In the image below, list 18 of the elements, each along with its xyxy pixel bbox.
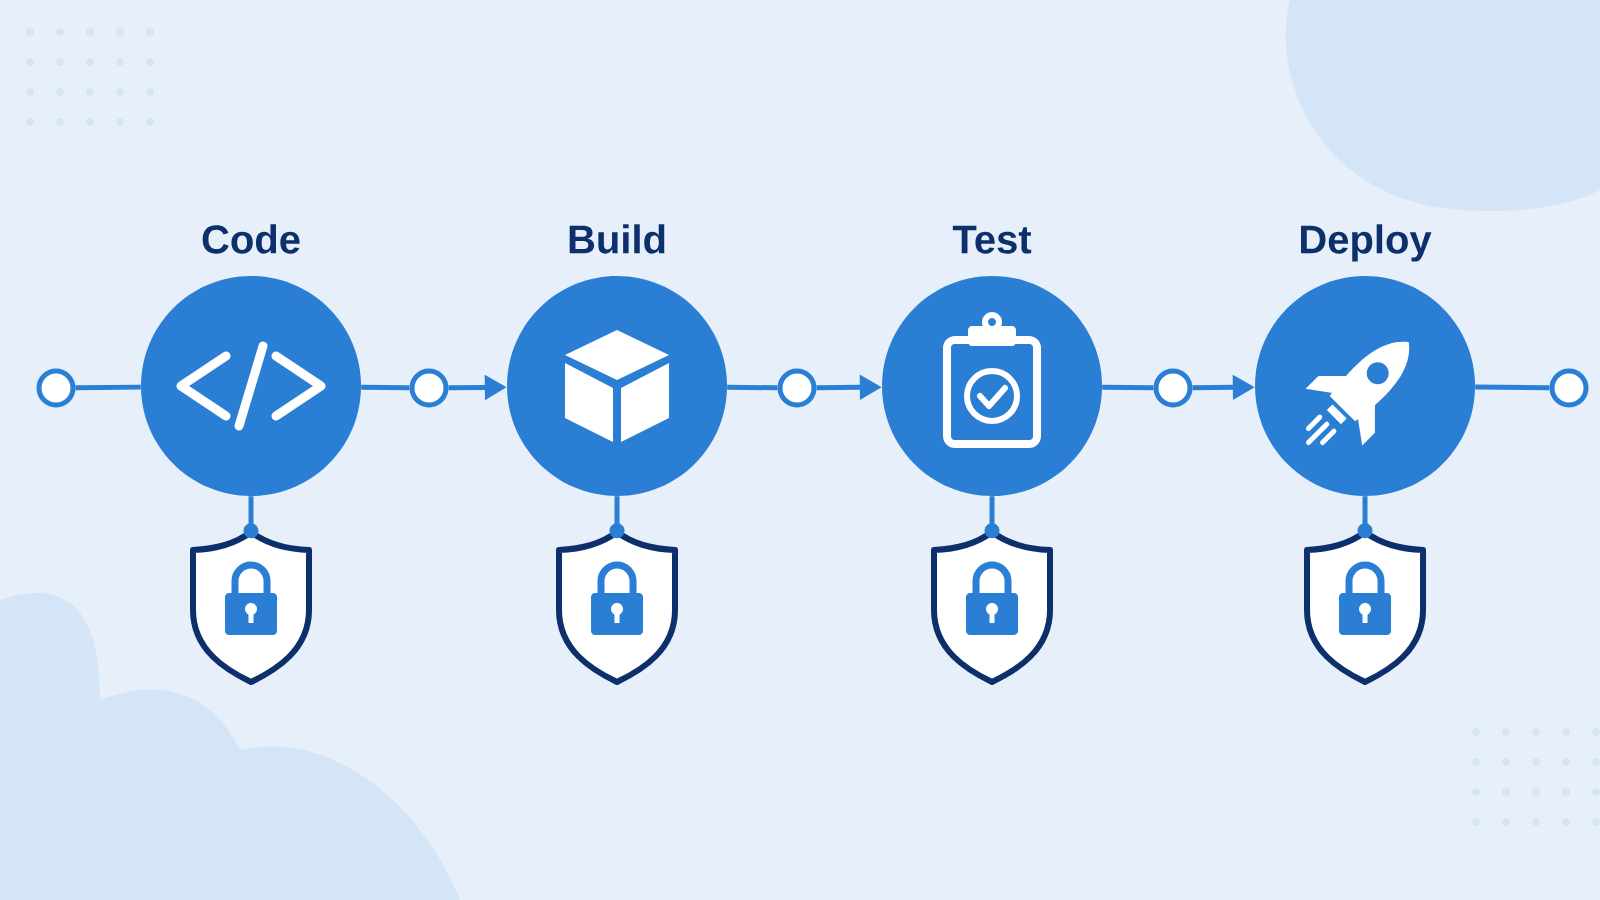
ring-marker: [409, 368, 449, 408]
connector-line: [727, 384, 778, 391]
connector-line: [1475, 384, 1550, 391]
ring-marker: [1153, 368, 1193, 408]
connector-line: [1102, 384, 1154, 391]
connector-line: [609, 496, 625, 539]
connector-line: [984, 496, 1000, 539]
connector-line: [243, 496, 259, 539]
node-label: Test: [952, 225, 1032, 254]
connector-line: [1357, 496, 1373, 539]
node-label: Deploy: [1301, 224, 1432, 262]
connector-line: [361, 384, 410, 391]
connector-line: [75, 384, 141, 391]
ring-marker: [777, 368, 817, 408]
ring-marker: [1549, 368, 1589, 408]
ring-marker: [36, 368, 76, 408]
node-label: Code: [202, 224, 300, 254]
node-label: Build: [569, 224, 665, 254]
